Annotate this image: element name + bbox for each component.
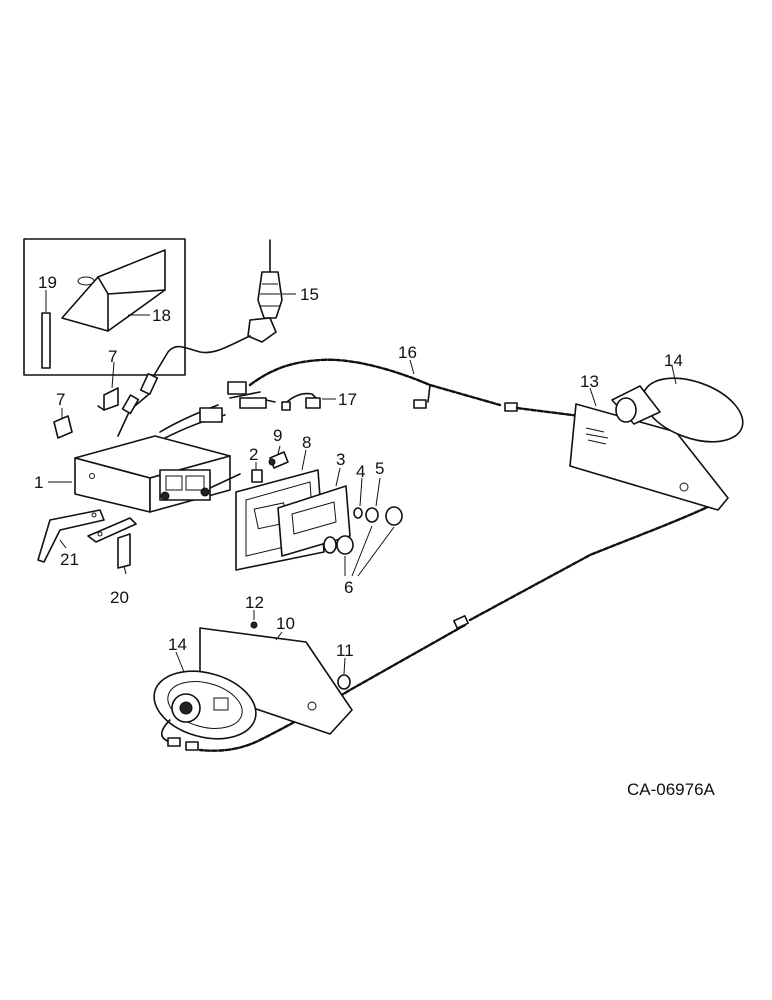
clip-bracket-a [97, 387, 119, 411]
callout-labels: 1 2 3 4 5 6 7 7 8 9 10 11 12 13 14 14 15… [34, 273, 683, 660]
callout-6: 6 [344, 578, 353, 597]
callout-19: 19 [38, 273, 57, 292]
inset-detail-box [23, 238, 186, 376]
speaker-14-rear [611, 377, 744, 443]
screw-12 [250, 621, 258, 629]
callout-14a: 14 [664, 351, 683, 370]
speaker-panel-13 [569, 403, 729, 511]
mounting-bracket-21 [37, 509, 105, 563]
speaker-14-front [153, 670, 257, 751]
callout-16: 16 [398, 343, 417, 362]
knob-set [323, 506, 403, 555]
callout-8: 8 [302, 433, 311, 452]
callout-9: 9 [273, 426, 282, 445]
clip-bracket-b [53, 415, 73, 439]
figure-code: CA-06976A [627, 780, 716, 799]
leader-lines [48, 359, 677, 675]
callout-4: 4 [356, 462, 365, 481]
callout-3: 3 [336, 450, 345, 469]
callout-12: 12 [245, 593, 264, 612]
callout-18: 18 [152, 306, 171, 325]
grommet-11 [337, 674, 351, 690]
callout-15: 15 [300, 285, 319, 304]
knob-2 [251, 469, 263, 483]
callout-5: 5 [375, 459, 384, 478]
callout-11: 11 [336, 641, 354, 660]
callout-7a: 7 [108, 347, 117, 366]
callout-13: 13 [580, 372, 599, 391]
callout-1: 1 [34, 473, 43, 492]
shaft-9 [268, 451, 289, 469]
callout-21: 21 [60, 550, 79, 569]
callout-10: 10 [276, 614, 295, 633]
mounting-bracket-20 [87, 517, 137, 569]
callout-6-leaders [344, 525, 395, 577]
callout-7b: 7 [56, 390, 65, 409]
callout-17: 17 [338, 390, 357, 409]
antenna [139, 239, 296, 396]
callout-20: 20 [110, 588, 129, 607]
callout-14b: 14 [168, 635, 187, 654]
radio-unit [74, 435, 241, 513]
callout-2: 2 [249, 445, 258, 464]
wiring-harness [117, 381, 336, 439]
